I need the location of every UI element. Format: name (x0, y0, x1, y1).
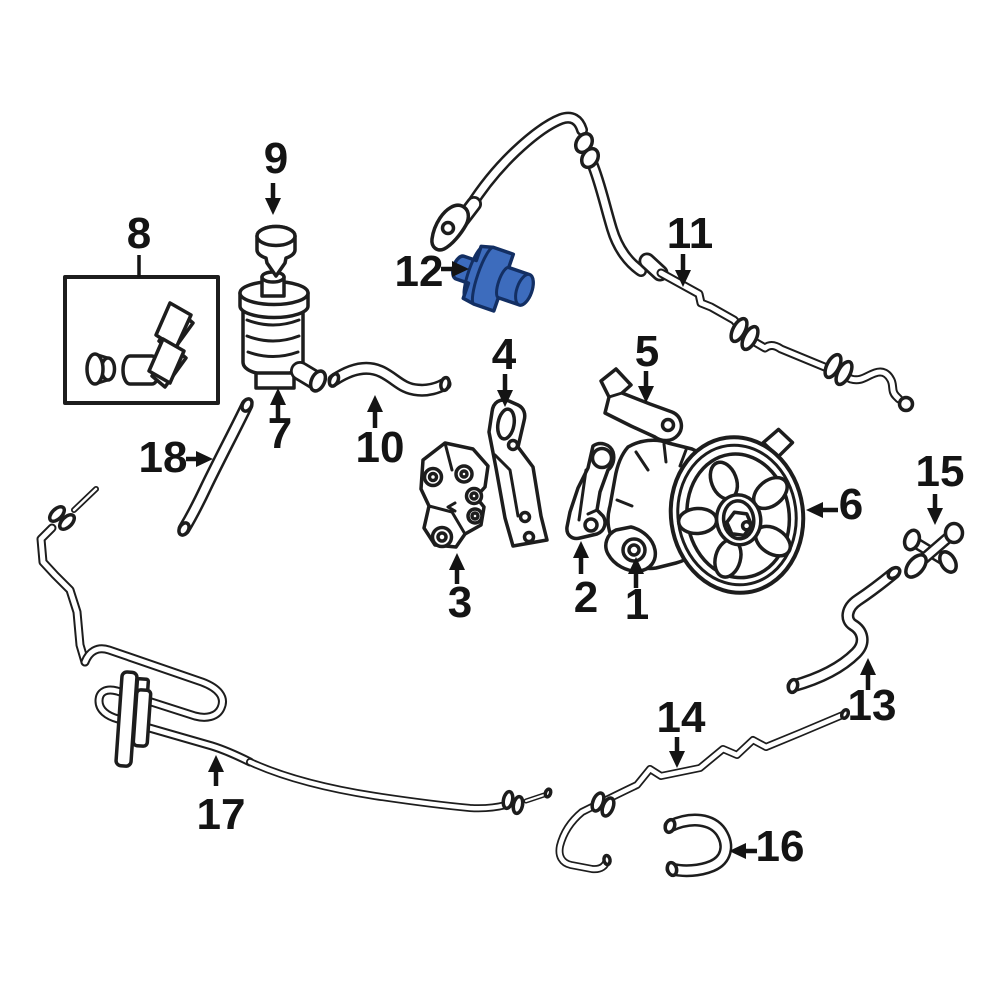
kit-shims (147, 301, 195, 389)
callout-11: 11 (667, 209, 714, 287)
callout-label: 2 (574, 573, 598, 622)
callout-2: 2 (573, 541, 598, 622)
pump-pulley (668, 427, 806, 595)
callout-label: 5 (635, 327, 659, 376)
callout-label: 4 (492, 330, 517, 379)
callout-4: 4 (492, 330, 517, 407)
pipe-grommet (47, 504, 67, 524)
reservoir-cap (255, 224, 297, 278)
callout-label: 14 (657, 693, 706, 742)
callout-9: 9 (264, 134, 288, 215)
callout-8: 8 (127, 209, 151, 277)
callout-5: 5 (635, 327, 659, 403)
callout-label: 3 (448, 578, 472, 627)
pump-mount-bracket (419, 441, 490, 549)
seal-kit-box (63, 275, 220, 405)
pump-side-bracket (565, 441, 616, 541)
callout-label: 15 (916, 447, 965, 496)
callout-label: 9 (264, 134, 288, 183)
upper-bracket (599, 367, 684, 443)
callout-16: 16 (729, 822, 804, 871)
callout-label: 10 (356, 423, 405, 472)
reservoir-hose (328, 368, 451, 391)
callout-18: 18 (139, 433, 213, 482)
line-clip (902, 521, 965, 579)
callout-1: 1 (625, 557, 649, 629)
kit-grommet (85, 352, 105, 386)
fluid-reservoir (238, 270, 328, 393)
callout-label: 1 (625, 580, 649, 629)
callout-label: 6 (839, 480, 863, 529)
callout-label: 13 (848, 681, 897, 730)
callout-15: 15 (916, 447, 965, 525)
callout-3: 3 (448, 553, 472, 627)
callout-14: 14 (657, 693, 706, 768)
cooler-clamp (114, 670, 153, 768)
callout-17: 17 (197, 755, 246, 839)
callout-13: 13 (848, 658, 897, 730)
callout-label: 8 (127, 209, 151, 258)
callout-label: 12 (395, 247, 444, 296)
return-hose (787, 565, 902, 695)
callout-label: 18 (139, 433, 188, 482)
callout-label: 17 (197, 790, 246, 839)
callout-label: 16 (756, 822, 805, 871)
suction-hose (177, 397, 254, 537)
line-end-eyelet (897, 395, 915, 413)
pressure-hose (430, 118, 915, 413)
highlighted-grommet (451, 244, 535, 313)
tall-mount-bracket (487, 398, 549, 548)
callout-7: 7 (268, 388, 292, 458)
line-grommets (729, 316, 854, 387)
cooler-pipe-assembly (41, 489, 553, 816)
callout-12: 12 (395, 247, 469, 296)
return-line (559, 707, 851, 869)
callout-10: 10 (356, 395, 405, 472)
callout-label: 11 (667, 209, 714, 258)
callout-6: 6 (806, 480, 863, 529)
connector-hose (663, 818, 726, 876)
reservoir-outlet (308, 369, 328, 393)
